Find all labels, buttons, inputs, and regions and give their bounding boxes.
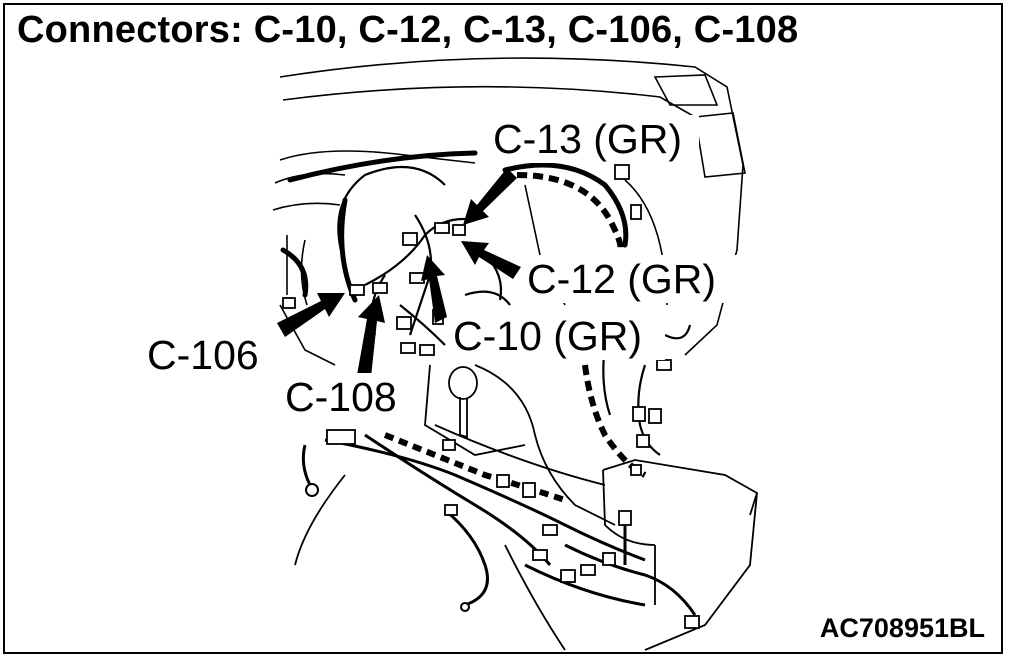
dash-connectors (282, 164, 672, 371)
callout-c108: C-108 (285, 374, 397, 420)
ground-terminals (305, 483, 470, 612)
center-console (294, 364, 759, 651)
right-connectors (632, 406, 662, 448)
diagram-frame: Connectors: C-10, C-12, C-13, C-106, C-1… (3, 3, 1003, 654)
callout-c13: C-13 (GR) (493, 116, 682, 162)
callout-arrows (277, 168, 521, 377)
callout-c10: C-10 (GR) (453, 313, 642, 359)
arrow-c106 (277, 293, 345, 337)
callout-labels: C-13 (GR) C-12 (GR) C-10 (GR) C-106 C-10… (145, 115, 737, 421)
arrow-c108 (357, 295, 385, 377)
floor-harness (301, 433, 697, 616)
arrow-c10 (421, 255, 447, 323)
reference-code: AC708951BL (819, 613, 985, 643)
callout-c106: C-106 (147, 332, 259, 378)
callout-c12: C-12 (GR) (527, 256, 716, 302)
floor-harness-dashed (383, 432, 566, 503)
floor-connectors (326, 429, 700, 629)
arrow-c13 (463, 168, 517, 225)
vehicle-wiring-illustration: C-13 (GR) C-12 (GR) C-10 (GR) C-106 C-10… (145, 57, 759, 651)
arrow-c12 (461, 241, 521, 279)
diagram-title: Connectors: C-10, C-12, C-13, C-106, C-1… (17, 9, 799, 51)
